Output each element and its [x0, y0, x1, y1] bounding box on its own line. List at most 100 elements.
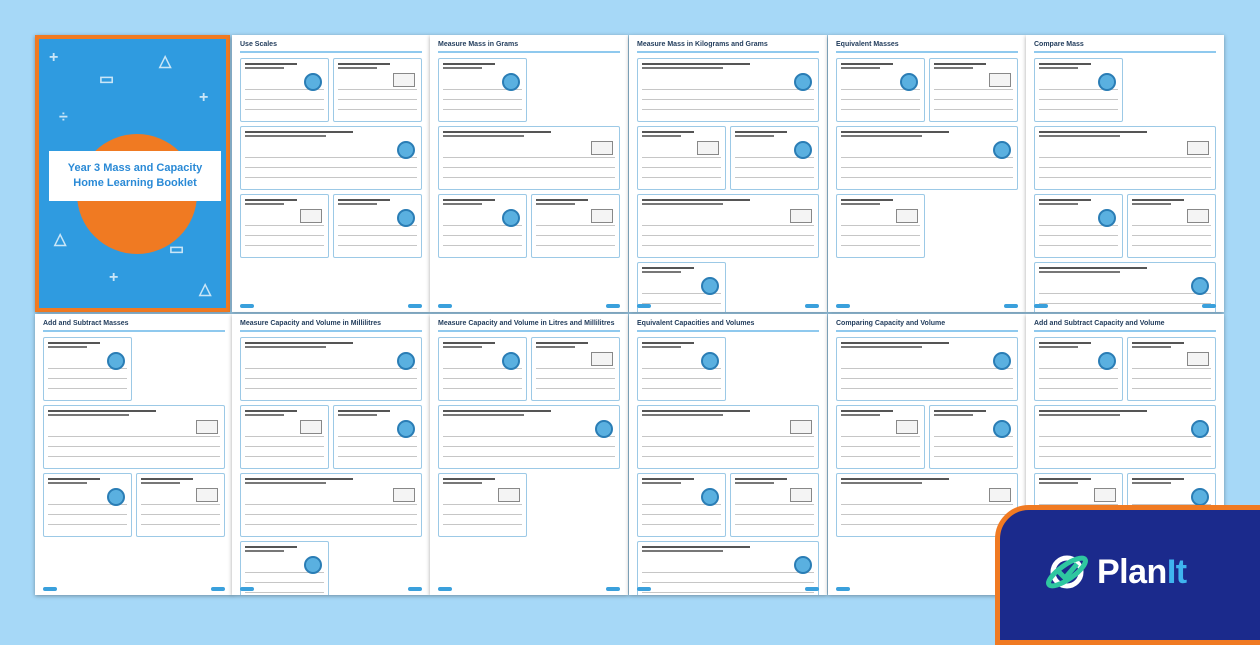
scale-illustration — [993, 352, 1011, 370]
page-footer — [637, 303, 819, 309]
answer-box — [1187, 209, 1209, 223]
answer-box — [196, 420, 218, 434]
question-panel — [637, 473, 726, 537]
question-panel — [730, 126, 819, 190]
worksheet-title: Add and Subtract Capacity and Volume — [1034, 320, 1216, 332]
question-panel — [240, 541, 329, 595]
question-panel — [1127, 337, 1216, 401]
question-panel — [1127, 194, 1216, 258]
worksheet-title: Measure Capacity and Volume in Litres an… — [438, 320, 620, 332]
answer-box — [790, 420, 812, 434]
answer-box — [498, 488, 520, 502]
answer-box — [1187, 141, 1209, 155]
answer-box — [591, 209, 613, 223]
scale-illustration — [595, 420, 613, 438]
question-panel — [240, 337, 422, 401]
question-panel — [531, 194, 620, 258]
question-panel — [136, 473, 225, 537]
booklet-cover: + ▭ △ + ÷ △ + ▭ △ Year 3 Mass and Capaci… — [35, 35, 230, 312]
question-grid — [438, 337, 620, 537]
answer-box — [591, 352, 613, 366]
question-panel — [929, 58, 1018, 122]
question-panel — [333, 405, 422, 469]
scale-illustration — [1098, 73, 1116, 91]
page-footer — [438, 586, 620, 592]
question-panel — [1034, 337, 1123, 401]
scale-illustration — [701, 352, 719, 370]
scale-illustration — [900, 73, 918, 91]
question-panel — [637, 405, 819, 469]
page-footer — [438, 303, 620, 309]
page-footer — [43, 586, 225, 592]
question-grid — [1034, 58, 1216, 312]
question-panel — [43, 405, 225, 469]
planit-logo: PlanIt — [1045, 552, 1187, 592]
scale-illustration — [397, 420, 415, 438]
scale-illustration — [1191, 420, 1209, 438]
question-panel — [836, 405, 925, 469]
worksheet-title: Measure Capacity and Volume in Millilitr… — [240, 320, 422, 332]
worksheet-page: Comparing Capacity and Volume — [828, 314, 1026, 595]
page-footer — [836, 586, 1018, 592]
answer-box — [1187, 352, 1209, 366]
question-panel — [836, 58, 925, 122]
plus-icon: + — [199, 89, 209, 106]
question-panel — [637, 194, 819, 258]
question-panel — [438, 405, 620, 469]
question-grid — [637, 337, 819, 595]
cover-title: Year 3 Mass and Capacity Home Learning B… — [49, 151, 221, 201]
question-panel — [438, 337, 527, 401]
worksheet-page: Measure Capacity and Volume in Litres an… — [430, 314, 628, 595]
worksheet-page: Measure Capacity and Volume in Millilitr… — [232, 314, 430, 595]
question-panel — [730, 473, 819, 537]
answer-box — [697, 141, 719, 155]
question-panel — [929, 405, 1018, 469]
answer-box — [790, 488, 812, 502]
scale-illustration — [397, 209, 415, 227]
scale-illustration — [1191, 277, 1209, 295]
scale-illustration — [794, 73, 812, 91]
scale-illustration — [794, 141, 812, 159]
scale-illustration — [304, 73, 322, 91]
question-panel — [240, 58, 329, 122]
scale-illustration — [1191, 488, 1209, 506]
scale-illustration — [107, 352, 125, 370]
worksheet-page: Measure Mass in Grams — [430, 35, 628, 312]
triangle-icon: △ — [199, 281, 212, 298]
scale-illustration — [794, 556, 812, 574]
answer-box — [790, 209, 812, 223]
answer-box — [1094, 488, 1116, 502]
book-icon: ▭ — [99, 71, 115, 88]
scale-illustration — [502, 352, 520, 370]
question-panel — [637, 337, 726, 401]
question-panel — [240, 194, 329, 258]
answer-box — [196, 488, 218, 502]
worksheet-page: Compare Mass — [1026, 35, 1224, 312]
question-panel — [637, 126, 726, 190]
scale-illustration — [502, 209, 520, 227]
plus-icon: + — [49, 49, 59, 66]
scale-illustration — [304, 556, 322, 574]
answer-box — [591, 141, 613, 155]
scale-illustration — [397, 141, 415, 159]
worksheet-page: Measure Mass in Kilograms and Grams — [629, 35, 827, 312]
question-panel — [43, 473, 132, 537]
scale-illustration — [397, 352, 415, 370]
planit-badge: PlanIt — [995, 505, 1260, 645]
triangle-icon: △ — [54, 231, 67, 248]
question-panel — [1034, 194, 1123, 258]
answer-box — [300, 209, 322, 223]
scale-illustration — [993, 141, 1011, 159]
worksheet-title: Use Scales — [240, 41, 422, 53]
page-footer — [240, 586, 422, 592]
question-grid — [43, 337, 225, 537]
worksheet-page: Equivalent Masses — [828, 35, 1026, 312]
scale-illustration — [701, 488, 719, 506]
answer-box — [896, 209, 918, 223]
question-panel — [1034, 262, 1216, 312]
book-icon: ▭ — [169, 241, 185, 258]
scale-illustration — [1098, 352, 1116, 370]
question-grid — [438, 58, 620, 258]
question-panel — [240, 126, 422, 190]
question-panel — [531, 337, 620, 401]
